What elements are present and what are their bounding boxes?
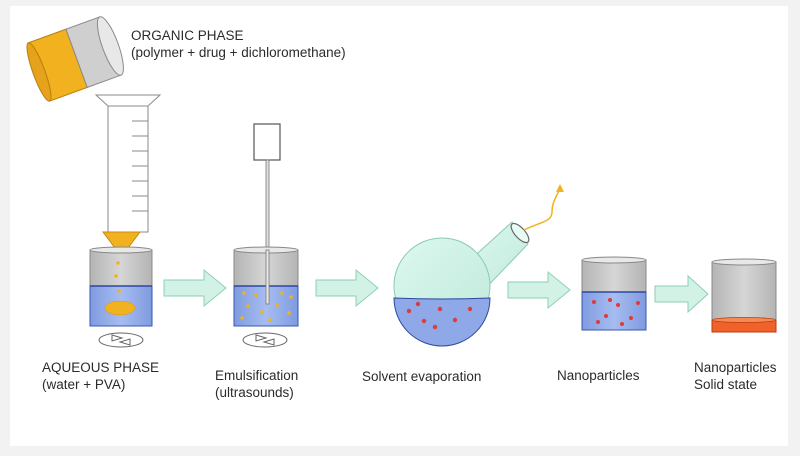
step-label-solid-state: Nanoparticles Solid state bbox=[694, 359, 777, 393]
beaker-aqueous bbox=[89, 246, 153, 327]
stirring-icon bbox=[242, 332, 288, 348]
step-label-line1: AQUEOUS PHASE bbox=[42, 360, 160, 375]
step-label-line2: (water + PVA) bbox=[42, 377, 126, 392]
step-label-nanoparticles: Nanoparticles bbox=[557, 367, 640, 384]
flow-arrow-icon bbox=[654, 274, 709, 314]
step-label-line1: Emulsification bbox=[215, 368, 299, 383]
organic-phase-label: ORGANIC PHASE (polymer + drug + dichloro… bbox=[131, 27, 346, 61]
stirring-icon bbox=[98, 332, 144, 348]
beaker-nanoparticles bbox=[581, 256, 647, 331]
organic-phase-subtitle: (polymer + drug + dichloromethane) bbox=[131, 45, 346, 60]
step-label-aqueous: AQUEOUS PHASE (water + PVA) bbox=[42, 359, 159, 393]
organic-phase-title: ORGANIC PHASE bbox=[131, 28, 244, 43]
funnel-icon bbox=[94, 94, 162, 249]
evaporation-flask bbox=[393, 221, 530, 347]
ultrasound-probe-icon bbox=[253, 123, 281, 305]
beaker-solid-state bbox=[711, 258, 777, 333]
step-label-line2: Solid state bbox=[694, 377, 758, 392]
step-label-line2: (ultrasounds) bbox=[215, 385, 294, 400]
step-label-line1: Nanoparticles bbox=[557, 368, 640, 383]
flow-arrow-icon bbox=[315, 268, 379, 308]
step-label-emulsification: Emulsification (ultrasounds) bbox=[215, 367, 298, 401]
pouring-cup-icon bbox=[26, 16, 124, 102]
flow-arrow-icon bbox=[507, 270, 571, 310]
step-label-evaporation: Solvent evaporation bbox=[362, 368, 481, 385]
step-label-line1: Nanoparticles bbox=[694, 360, 777, 375]
vapor-arrow-icon bbox=[523, 184, 564, 231]
flow-arrow-icon bbox=[163, 268, 227, 308]
beaker-emulsification bbox=[233, 246, 299, 327]
step-label-line1: Solvent evaporation bbox=[362, 369, 482, 384]
